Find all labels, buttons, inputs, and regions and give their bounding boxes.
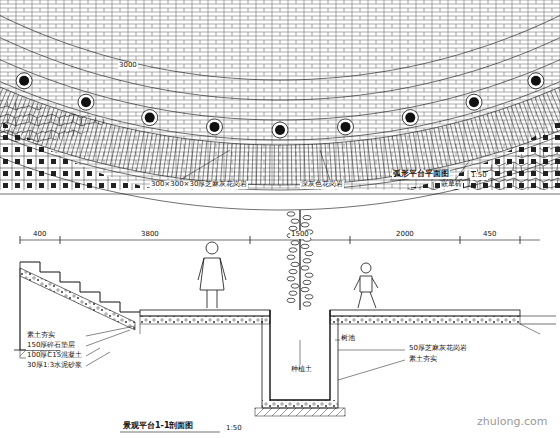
annotation-label: 30厚1:3水泥砂浆 <box>26 362 83 370</box>
annotation-label: 种植土 <box>290 366 313 374</box>
drawing-caption: 景观平台1-1剖面图 <box>122 422 194 431</box>
annotation-label: 深灰色花岗岩 <box>300 181 344 189</box>
annotation-label: 400 <box>32 231 47 239</box>
annotation-label: 2000 <box>395 231 415 239</box>
annotation-label: 1:50 <box>470 172 488 180</box>
annotation-label: 100厚C15混凝土 <box>26 352 83 360</box>
annotation-label: 450 <box>482 231 497 239</box>
annotation-label: 3000 <box>118 62 138 70</box>
watermark: zhulong.com <box>476 416 548 428</box>
drawing-caption: 弧形平台平面图 <box>392 170 450 179</box>
annotation-label: 300×300×30厚芝麻灰花岗岩 <box>150 181 248 189</box>
annotation-label: 50厚芝麻灰花岗岩 <box>408 345 468 353</box>
annotation-label: 嵌草砖 <box>440 181 463 189</box>
annotation-label: 150厚碎石垫层 <box>26 342 76 350</box>
annotation-label: 3800 <box>140 231 160 239</box>
annotation-label: 1:50 <box>225 425 243 433</box>
annotation-label: 素土夯实 <box>26 332 56 340</box>
annotation-label: 素土夯实 <box>408 356 438 364</box>
annotation-label: 1500 <box>290 231 310 239</box>
annotation-label: 树池 <box>340 335 356 343</box>
